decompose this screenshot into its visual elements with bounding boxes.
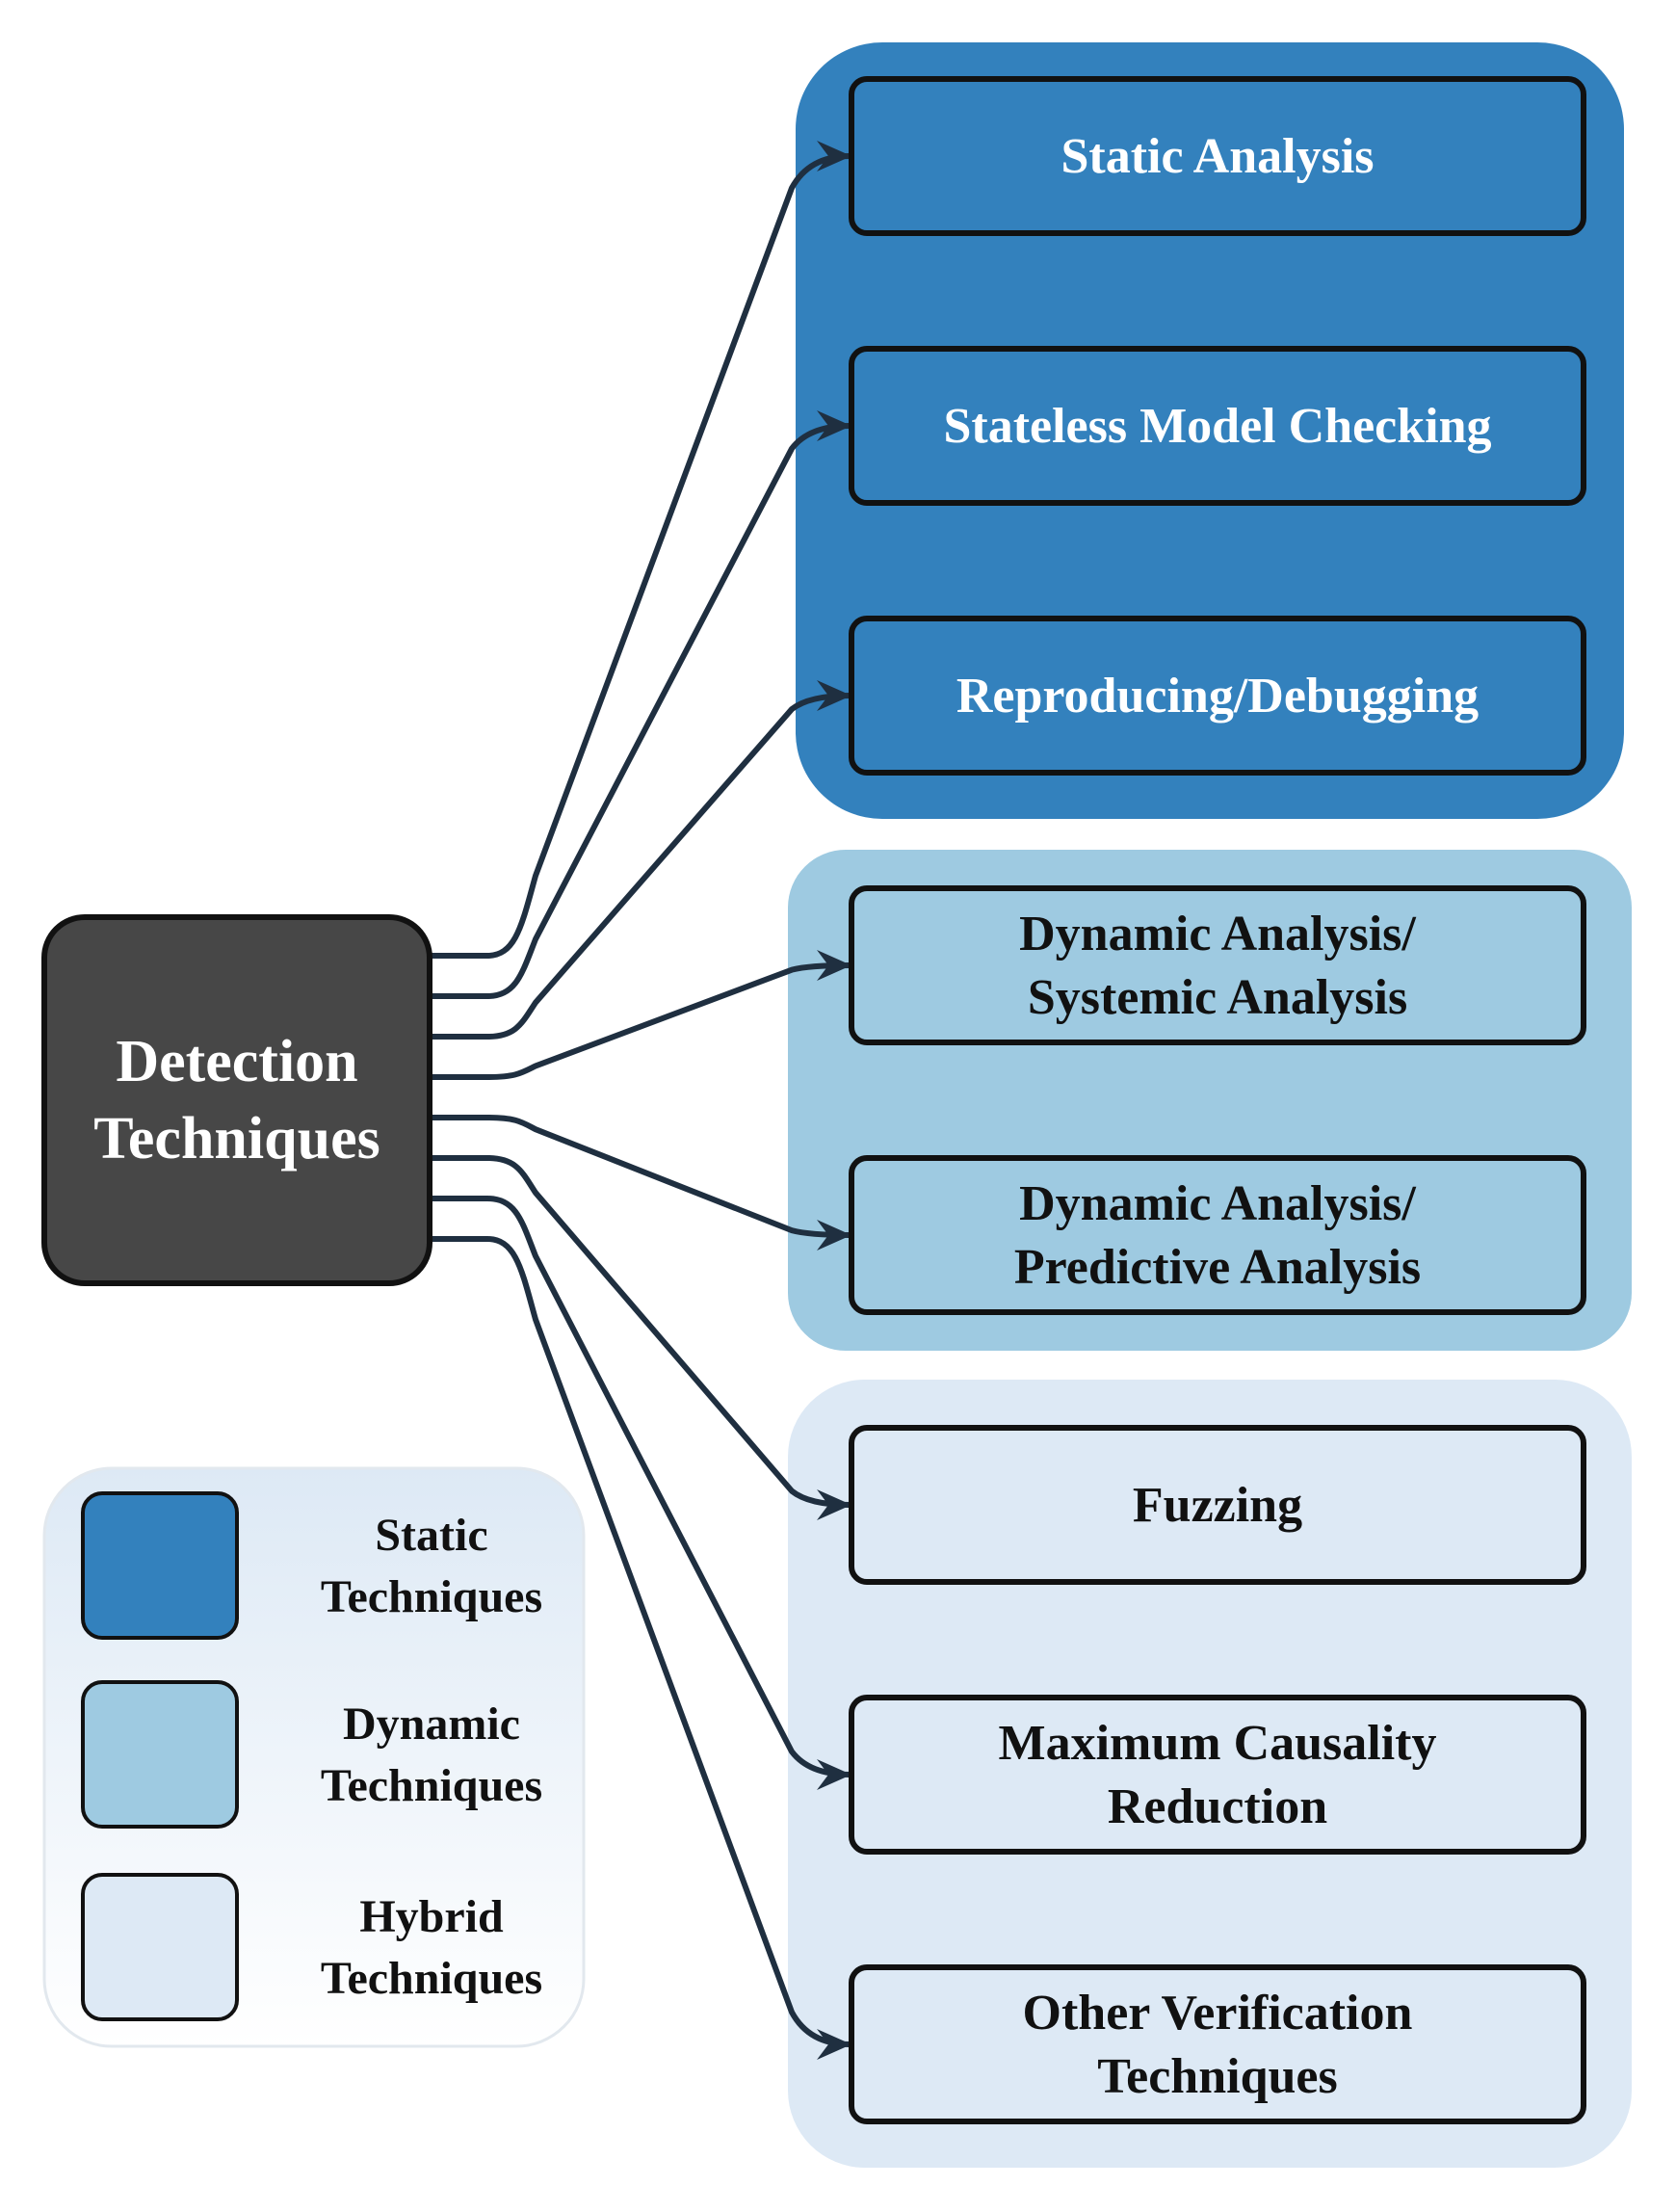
- legend-swatch: [81, 1680, 239, 1829]
- technique-label: Predictive Analysis: [1014, 1240, 1421, 1295]
- technique-label: Reproducing/Debugging: [956, 669, 1479, 724]
- connector-arrow: [427, 1196, 852, 1790]
- technique-node[interactable]: Dynamic Analysis/Predictive Analysis: [849, 1155, 1586, 1315]
- root-node[interactable]: Detection Techniques: [41, 914, 432, 1286]
- technique-node[interactable]: Fuzzing: [849, 1425, 1586, 1585]
- connector-arrow: [427, 410, 852, 999]
- connector-arrow: [427, 1115, 852, 1251]
- technique-node[interactable]: Dynamic Analysis/Systemic Analysis: [849, 885, 1586, 1045]
- root-label-line-1: Detection: [116, 1029, 357, 1094]
- legend-label: Techniques: [321, 1571, 542, 1622]
- connector-arrow: [427, 1155, 852, 1520]
- technique-label: Maximum Causality: [999, 1716, 1437, 1771]
- technique-label: Static Analysis: [1061, 129, 1374, 184]
- connector-arrow: [427, 950, 852, 1080]
- connector-arrow: [427, 680, 852, 1040]
- legend-swatch: [81, 1491, 239, 1640]
- technique-node[interactable]: Static Analysis: [849, 76, 1586, 236]
- connector-arrows: [427, 141, 852, 2060]
- legend-label: Techniques: [321, 1953, 542, 2004]
- legend-label: Static: [375, 1510, 487, 1561]
- legend: StaticTechniquesDynamicTechniquesHybridT…: [81, 1491, 542, 2021]
- root-label-line-2: Techniques: [93, 1106, 380, 1172]
- technique-node[interactable]: Stateless Model Checking: [849, 346, 1586, 506]
- legend-label: Dynamic: [343, 1698, 520, 1750]
- technique-label: Stateless Model Checking: [943, 399, 1491, 454]
- connector-arrow: [427, 1236, 852, 2060]
- technique-label: Fuzzing: [1133, 1478, 1302, 1533]
- legend-label: Hybrid: [359, 1891, 504, 1942]
- technique-label: Other Verification: [1023, 1986, 1413, 2041]
- technique-label: Systemic Analysis: [1028, 970, 1407, 1025]
- technique-label: Reduction: [1108, 1779, 1327, 1834]
- legend-swatch: [81, 1873, 239, 2021]
- technique-label: Dynamic Analysis/: [1019, 907, 1416, 961]
- legend-label: Techniques: [321, 1760, 542, 1811]
- connector-arrow: [427, 141, 852, 959]
- technique-label: Dynamic Analysis/: [1019, 1176, 1416, 1231]
- technique-node[interactable]: Reproducing/Debugging: [849, 616, 1586, 776]
- technique-label: Techniques: [1097, 2049, 1338, 2104]
